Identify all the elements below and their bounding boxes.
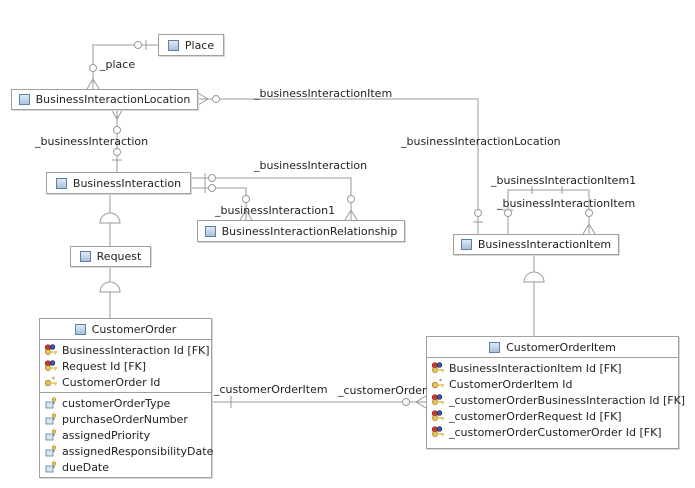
entity-business-interaction-item[interactable]: BusinessInteractionItem — [453, 234, 619, 255]
entity-request[interactable]: Request — [70, 246, 151, 267]
svg-text:*: * — [52, 376, 55, 383]
entity-icon — [55, 177, 67, 189]
entity-name: BusinessInteraction — [72, 176, 182, 190]
entity-header: CustomerOrder — [40, 319, 211, 339]
foreign-key-icon — [431, 362, 444, 373]
entity-icon — [18, 94, 30, 105]
attribute-icon — [45, 413, 57, 425]
entity-customer-order[interactable]: CustomerOrder BusinessInteraction Id [FK… — [39, 318, 214, 478]
attribute-row: assignedPriority — [44, 427, 211, 443]
attribute-icon — [45, 397, 57, 409]
key-section: BusinessInteractionItem Id [FK] * Custom… — [427, 357, 685, 442]
key-name: BusinessInteraction Id [FK] — [62, 343, 210, 357]
entity-name: CustomerOrder — [91, 322, 177, 336]
entity-name: Place — [184, 38, 215, 52]
attribute-row: dueDate — [44, 459, 211, 475]
role-label-business-interaction-item: _businessInteractionItem — [254, 87, 393, 100]
key-name: _customerOrderRequest Id [FK] — [449, 409, 622, 423]
role-label-customer-order-item: _customerOrderItem — [214, 383, 328, 396]
attribute-section: customerOrderType purchaseOrderNumber as… — [40, 392, 214, 477]
foreign-key-icon — [431, 394, 444, 405]
bil-bii-relationship-line — [198, 98, 479, 234]
attribute-icon — [45, 461, 57, 473]
key-name: Request Id [FK] — [62, 359, 147, 373]
foreign-key-icon — [44, 344, 57, 355]
key-name: _customerOrderBusinessInteraction Id [FK… — [449, 393, 686, 407]
key-name: _customerOrderCustomerOrder Id [FK] — [449, 425, 662, 439]
entity-icon — [460, 239, 472, 250]
key-row: * CustomerOrder Id — [44, 374, 211, 390]
entity-name: BusinessInteractionRelationship — [221, 224, 398, 238]
attribute-row: customerOrderType — [44, 395, 211, 411]
entity-header: CustomerOrderItem — [427, 337, 678, 357]
role-label-business-interaction-item-self: _businessInteractionItem — [497, 197, 636, 210]
attribute-row: purchaseOrderNumber — [44, 411, 211, 427]
key-section: BusinessInteraction Id [FK] Request Id [… — [40, 339, 211, 392]
entity-icon — [74, 323, 86, 335]
attribute-name: assignedPriority — [62, 428, 151, 442]
attribute-icon — [45, 445, 57, 457]
entity-business-interaction-relationship[interactable]: BusinessInteractionRelationship — [197, 220, 405, 242]
role-label-customer-order: _customerOrder — [338, 384, 427, 397]
entity-name: CustomerOrderItem — [506, 340, 616, 354]
key-row: _customerOrderCustomerOrder Id [FK] — [431, 424, 678, 440]
attribute-icon — [45, 429, 57, 441]
key-row: * CustomerOrderItem Id — [431, 376, 678, 392]
role-label-relationship-business-interaction: _businessInteraction — [254, 159, 368, 172]
attribute-name: customerOrderType — [62, 396, 171, 410]
entity-name: BusinessInteractionLocation — [35, 93, 191, 106]
entity-name: Request — [96, 250, 142, 263]
key-name: CustomerOrderItem Id — [449, 377, 573, 391]
foreign-key-icon — [431, 410, 444, 421]
foreign-key-icon — [431, 426, 444, 437]
entity-customer-order-item[interactable]: CustomerOrderItem BusinessInteractionIte… — [426, 336, 685, 449]
entity-place[interactable]: Place — [158, 34, 224, 56]
foreign-key-icon — [44, 360, 57, 371]
role-label-business-interaction: _businessInteraction — [35, 135, 149, 148]
primary-key-icon: * — [44, 376, 57, 387]
attribute-name: purchaseOrderNumber — [62, 412, 188, 426]
entity-icon — [167, 39, 179, 51]
entity-name: BusinessInteractionItem — [477, 238, 612, 251]
entity-icon — [79, 251, 91, 262]
attribute-row: assignedResponsibilityDate — [44, 443, 214, 459]
entity-icon — [489, 341, 501, 353]
key-row: Request Id [FK] — [44, 358, 211, 374]
role-label-business-interaction-location: _businessInteractionLocation — [401, 135, 561, 148]
entity-icon — [204, 225, 216, 237]
key-row: _customerOrderRequest Id [FK] — [431, 408, 678, 424]
role-label-business-interaction-item-1: _businessInteractionItem1 — [491, 174, 637, 187]
role-label-relationship-business-interaction-1: _businessInteraction1 — [215, 204, 336, 217]
entity-business-interaction[interactable]: BusinessInteraction — [46, 172, 191, 194]
svg-text:*: * — [439, 378, 442, 385]
key-row: BusinessInteraction Id [FK] — [44, 342, 211, 358]
attribute-name: dueDate — [62, 460, 110, 474]
entity-business-interaction-location[interactable]: BusinessInteractionLocation — [11, 89, 198, 110]
primary-key-icon: * — [431, 378, 444, 389]
key-name: CustomerOrder Id — [62, 375, 161, 389]
key-name: BusinessInteractionItem Id [FK] — [449, 361, 622, 375]
key-row: BusinessInteractionItem Id [FK] — [431, 360, 678, 376]
role-label-place: _place — [100, 58, 136, 71]
bi-relationship-line-1 — [191, 177, 352, 220]
key-row: _customerOrderBusinessInteraction Id [FK… — [431, 392, 685, 408]
attribute-name: assignedResponsibilityDate — [62, 444, 214, 458]
